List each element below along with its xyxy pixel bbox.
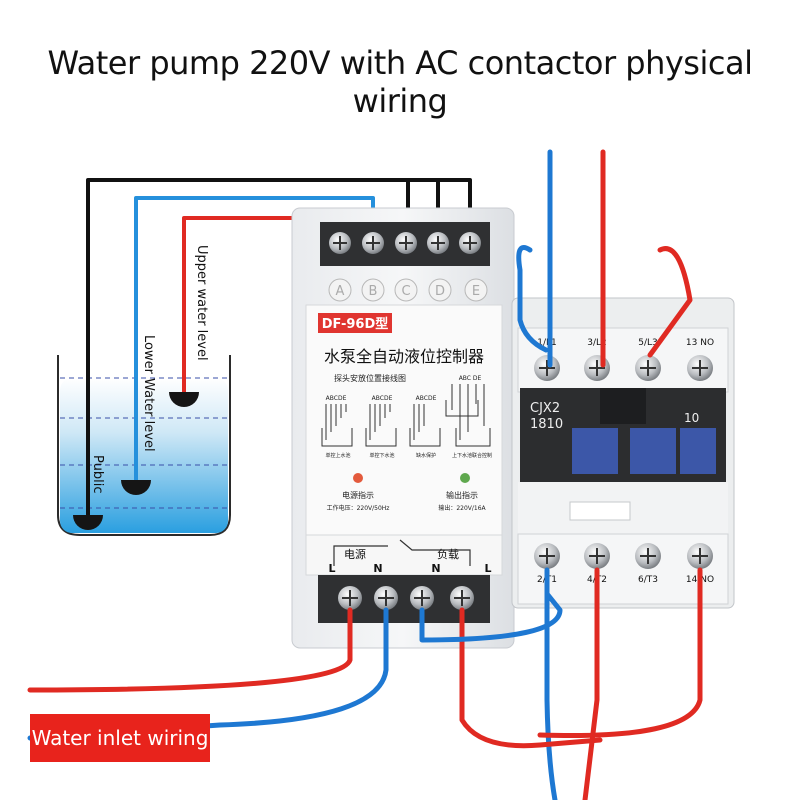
probe-upper [169,392,199,407]
probe-lower [121,480,151,495]
contactor-button-1 [572,428,618,474]
terminal-A: A [336,284,345,299]
terminal-D: D [435,284,445,299]
contactor-terminal-L1: 1/L1 [537,338,557,348]
terminal-letters: A B C D E [328,278,488,302]
contactor-terminal-L2: 3/L2 [587,338,607,348]
label-upper-level: Upper water level [194,245,209,361]
terminal-B: B [369,284,378,299]
output-led [460,473,470,483]
contactor-terminal-L3: 5/L3 [638,338,658,348]
controller-model: DF-96D型 [322,316,389,332]
diagram-header-3: ABCDE [416,395,437,402]
contactor-model: CJX2 [530,401,560,416]
mode-label-1: 单控上水池 [325,452,350,459]
controller-bottom-screws [338,586,474,610]
ac-contactor: CJX2 1810 10 1/L1 3/L2 5/L3 13 NO 2/T1 4… [511,297,735,609]
contactor-rating: 10 [684,411,699,425]
diagram-header-1: ABCDE [326,395,347,402]
load-label: 负载 [437,547,459,561]
contactor-button-2 [630,428,676,474]
water-body [60,378,228,533]
contactor-terminal-13NO: 13 NO [686,338,714,348]
capacity-label: 输出：220V/16A [438,504,486,512]
mode-label-2: 单控下水池 [369,452,394,459]
mode-label-3: 缺水保护 [416,452,436,459]
terminal-E: E [472,284,480,299]
front-label [305,304,503,536]
water-inlet-badge: Water inlet wiring [30,714,210,762]
diagram-header-2: ABCDE [372,395,393,402]
label-lower-level: Lower Water level [141,335,156,452]
diagram-header-4: ABC DE [459,375,482,382]
terminal-N1: N [373,562,382,575]
page-title: Water pump 220V with AC contactor physic… [47,44,753,120]
terminal-L2: L [484,562,491,575]
power-indicator-label: 电源指示 [342,490,374,500]
level-controller: DF-96D型 水泵全自动液位控制器 探头安放位置接线图 ABCDE ABCDE… [291,207,515,649]
power-led [353,473,363,483]
mode-diagrams [321,384,491,447]
mode-label-4: 上下水池联合控制 [452,452,492,459]
controller-subtitle: 探头安放位置接线图 [334,373,406,383]
model-tag [318,313,392,333]
terminal-N2: N [431,562,440,575]
controller-top-screws [329,232,481,254]
label-public: Public [90,455,105,493]
contactor-code: 1810 [530,417,563,432]
controller-name: 水泵全自动液位控制器 [324,347,484,366]
output-indicator-label: 输出指示 [446,490,478,500]
terminal-C: C [401,284,410,299]
voltage-label: 工作电压：220V/50Hz [327,504,390,512]
power-wires [27,149,703,803]
probes [73,392,199,530]
contactor-terminal-T3: 6/T3 [638,575,658,585]
contactor-screws [534,355,713,569]
probe-public [73,515,103,530]
water-tank [57,355,231,536]
relay-symbol [333,539,471,566]
terminal-L1: L [328,562,335,575]
power-label: 电源 [344,547,366,561]
contactor-button-3 [680,428,716,474]
